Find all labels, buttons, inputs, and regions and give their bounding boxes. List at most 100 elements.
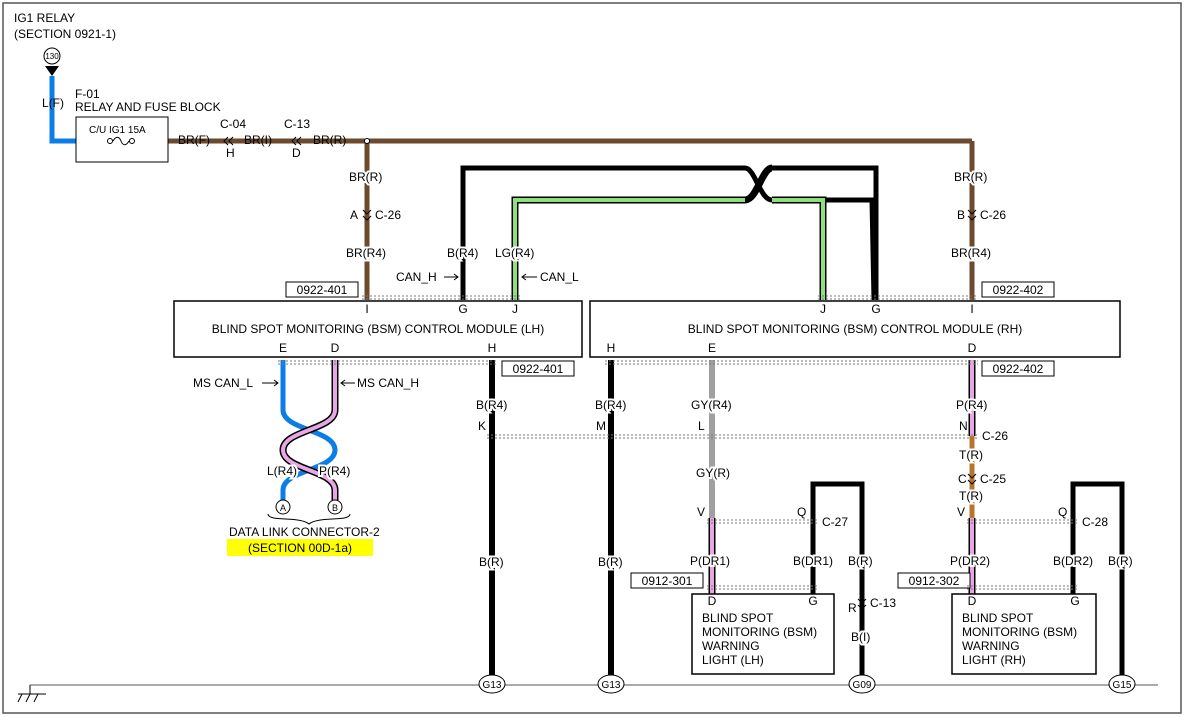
wire-label-lh-b4: B(R4)	[476, 398, 507, 412]
wire-label-bi-g09: B(I)	[851, 630, 870, 644]
warn-rh-pin-g: G	[1070, 594, 1079, 608]
can-h-arrow-icon	[444, 273, 459, 281]
wire-label-rhh-b4: B(R4)	[595, 398, 626, 412]
ground-g13-lh-label: G13	[483, 680, 502, 691]
ground-g09: G09	[848, 674, 876, 694]
source-title: IG1 RELAY	[14, 11, 75, 25]
lh-pin-bottom-e: E	[279, 341, 287, 355]
wire-label-brr-lh: BR(R)	[349, 170, 382, 184]
lh-pin-top-g: G	[458, 302, 467, 316]
wire-label-gy4: GY(R4)	[691, 398, 732, 412]
wire-label-bdr1: B(DR1)	[793, 554, 833, 568]
dlc-pin-a	[275, 499, 291, 515]
source-terminal-label: 130	[45, 52, 59, 61]
ground-g13-rh-label: G13	[602, 680, 621, 691]
wire-label-br4-rh: BR(R4)	[951, 246, 991, 260]
warn-rh-line2: MONITORING (BSM)	[962, 625, 1077, 639]
ms-can-h-arrow-icon	[340, 379, 355, 387]
wire-label-brf: BR(F)	[178, 133, 210, 147]
wire-label-lh-br: B(R)	[479, 555, 504, 569]
lh-pin-top-j: J	[512, 302, 518, 316]
connector-c26-lh-pin: A	[350, 208, 358, 222]
wire-label-gyr: GY(R)	[696, 466, 730, 480]
wire-label-rhh-br: B(R)	[598, 555, 623, 569]
lh-pin-top-i: I	[365, 302, 368, 316]
warn-lh-pin-d: D	[708, 594, 717, 608]
connector-c27-label: C-27	[822, 515, 848, 529]
connector-c13b-label: C-13	[870, 596, 896, 610]
wire-label-ms-p4: P(R4)	[319, 464, 350, 478]
pin-n: N	[959, 419, 968, 433]
ground-g15-label: G15	[1113, 680, 1132, 691]
warn-rh-pin-d: D	[968, 594, 977, 608]
ground-g15: G15	[1108, 674, 1136, 694]
connector-c26-lh-icon	[362, 209, 372, 221]
pin-m: M	[596, 419, 606, 433]
connector-c04-label: C-04	[220, 117, 246, 131]
connector-c26-rh-label: C-26	[980, 208, 1006, 222]
wire-label-b4-canh: B(R4)	[447, 246, 478, 260]
ground-g13-lh: G13	[478, 674, 506, 694]
wire-label-br-g15: B(R)	[1108, 554, 1133, 568]
connector-c26-rh-pin: B	[957, 208, 965, 222]
source-terminal-circle	[43, 47, 61, 65]
connector-c13-label: C-13	[284, 117, 310, 131]
fuse-icon	[112, 136, 130, 146]
wire-ms-can-l	[280, 360, 338, 500]
ms-can-l-arrow-icon	[262, 379, 279, 387]
lh-ref-bottom: 0922-401	[513, 362, 564, 376]
lh-ref-bottom-box	[501, 360, 575, 377]
source-arrow-icon	[45, 66, 59, 76]
dlc-name: DATA LINK CONNECTOR-2	[229, 525, 380, 539]
wire-label-brr-rh: BR(R)	[954, 170, 987, 184]
connector-c13b-pin: R	[848, 601, 857, 615]
dlc-pin-a-label: A	[280, 503, 286, 513]
chassis-ground-icon	[17, 685, 46, 703]
wire-bdr2	[1070, 481, 1125, 676]
bsm-module-rh	[589, 300, 1121, 358]
lh-ref-top-box	[285, 281, 359, 298]
can-l-arrow-icon	[521, 273, 537, 281]
wire-label-p4-rh: P(R4)	[956, 398, 987, 412]
splice-point	[364, 138, 370, 144]
wire-label-br4-lh: BR(R4)	[346, 246, 386, 260]
rh-pin-bottom-d: D	[968, 341, 977, 355]
warn-lh-line2: MONITORING (BSM)	[702, 625, 817, 639]
pin-l: L	[698, 419, 705, 433]
connector-c25-pin: C	[958, 472, 967, 486]
bsm-warning-light-lh	[691, 593, 835, 675]
warn-rh-ref: 0912-302	[909, 574, 960, 588]
connector-c13-pin: D	[292, 146, 301, 160]
warn-rh-ref-box	[897, 572, 971, 589]
dlc-section-highlight	[227, 539, 373, 556]
wire-label-br-g09: B(R)	[848, 554, 873, 568]
fuse-terminal-left	[107, 138, 113, 144]
fuse-terminal-right	[129, 138, 135, 144]
wire-can-l-rh	[743, 164, 827, 300]
warn-lh-ref-box	[630, 572, 704, 589]
lh-pin-bottom-d: D	[331, 341, 340, 355]
wire-can-h	[460, 165, 877, 301]
wire-label-bdr2: B(DR2)	[1053, 554, 1093, 568]
wire-label-tr2: T(R)	[959, 489, 983, 503]
ground-g09-label: G09	[853, 680, 872, 691]
signal-ms-can-l: MS CAN_L	[193, 376, 253, 390]
dlc-pin-b-label: B	[332, 503, 338, 513]
source-section: (SECTION 0921-1)	[14, 27, 116, 41]
rh-ref-top-box	[981, 281, 1055, 298]
connector-c25-label: C-25	[980, 472, 1006, 486]
wire-bdr1	[810, 481, 865, 676]
wire-label-pdr2: P(DR2)	[950, 554, 990, 568]
dlc-brace	[267, 513, 351, 525]
fuse-block-box	[75, 116, 169, 163]
wire-label-bri: BR(I)	[244, 133, 272, 147]
rh-pin-top-g: G	[871, 302, 880, 316]
lh-ref-top: 0922-401	[297, 283, 348, 297]
warn-lh-line4: LIGHT (LH)	[702, 653, 764, 667]
connector-c28-q: Q	[1058, 505, 1067, 519]
connector-c26-mid-label: C-26	[982, 429, 1008, 443]
bsm-module-lh-name: BLIND SPOT MONITORING (BSM) CONTROL MODU…	[212, 322, 544, 336]
rh-pin-top-i: I	[970, 302, 973, 316]
